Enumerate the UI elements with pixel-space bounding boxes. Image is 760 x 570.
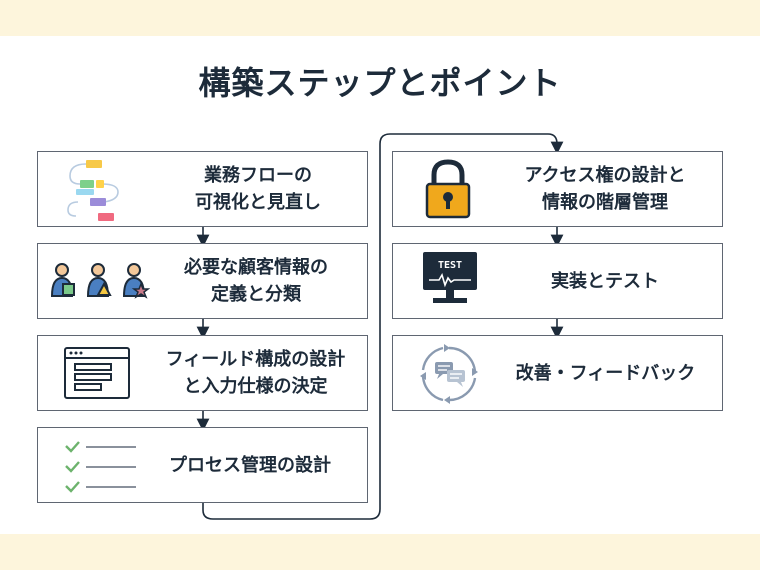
- step-feedback-label: 改善・フィードバック: [498, 360, 713, 387]
- step-workflow-label: 業務フローの 可視化と見直し: [158, 162, 358, 216]
- step-workflow-line1: 業務フローの: [204, 165, 312, 186]
- step-customer-info-line2: 定義と分類: [211, 284, 301, 305]
- step-workflow-line2: 可視化と見直し: [195, 192, 321, 213]
- step-access-line1: アクセス権の設計と: [524, 165, 686, 186]
- step-customer-info-line1: 必要な顧客情報の: [184, 257, 328, 278]
- step-test-box: TEST 実装とテスト: [392, 243, 723, 319]
- step-feedback-line1: 改善・フィードバック: [515, 363, 696, 384]
- test-monitor-icon: TEST: [421, 250, 479, 316]
- people-icon: [50, 262, 151, 306]
- step-process-box: プロセス管理の設計: [37, 427, 368, 503]
- step-test-label: 実装とテスト: [505, 268, 705, 295]
- step-access-line2: 情報の階層管理: [542, 192, 668, 213]
- step-process-line1: プロセス管理の設計: [169, 455, 331, 476]
- step-feedback-box: 改善・フィードバック: [392, 335, 723, 411]
- step-field-design-box: フィールド構成の設計 と入力仕様の決定: [37, 335, 368, 411]
- step-access-box: アクセス権の設計と 情報の階層管理: [392, 151, 723, 227]
- test-icon-text: TEST: [438, 260, 462, 271]
- bottom-band: [0, 534, 760, 570]
- step-field-design-line1: フィールド構成の設計: [165, 349, 346, 370]
- lock-icon: [425, 158, 471, 224]
- step-process-label: プロセス管理の設計: [150, 452, 350, 479]
- top-band: [0, 0, 760, 36]
- step-customer-info-box: 必要な顧客情報の 定義と分類: [37, 243, 368, 319]
- step-test-line1: 実装とテスト: [551, 271, 659, 292]
- form-window-icon: [63, 346, 131, 406]
- step-workflow-box: 業務フローの 可視化と見直し: [37, 151, 368, 227]
- step-field-design-label: フィールド構成の設計 と入力仕様の決定: [148, 346, 363, 400]
- step-customer-info-label: 必要な顧客情報の 定義と分類: [156, 254, 356, 308]
- page-title: 構築ステップとポイント: [198, 64, 562, 102]
- arrow-cross-column: [202, 133, 564, 520]
- step-field-design-line2: と入力仕様の決定: [183, 376, 328, 397]
- checklist-icon: [64, 438, 138, 498]
- flowchart-icon: [64, 158, 126, 226]
- step-access-label: アクセス権の設計と 情報の階層管理: [505, 162, 705, 216]
- feedback-cycle-icon: [417, 342, 481, 410]
